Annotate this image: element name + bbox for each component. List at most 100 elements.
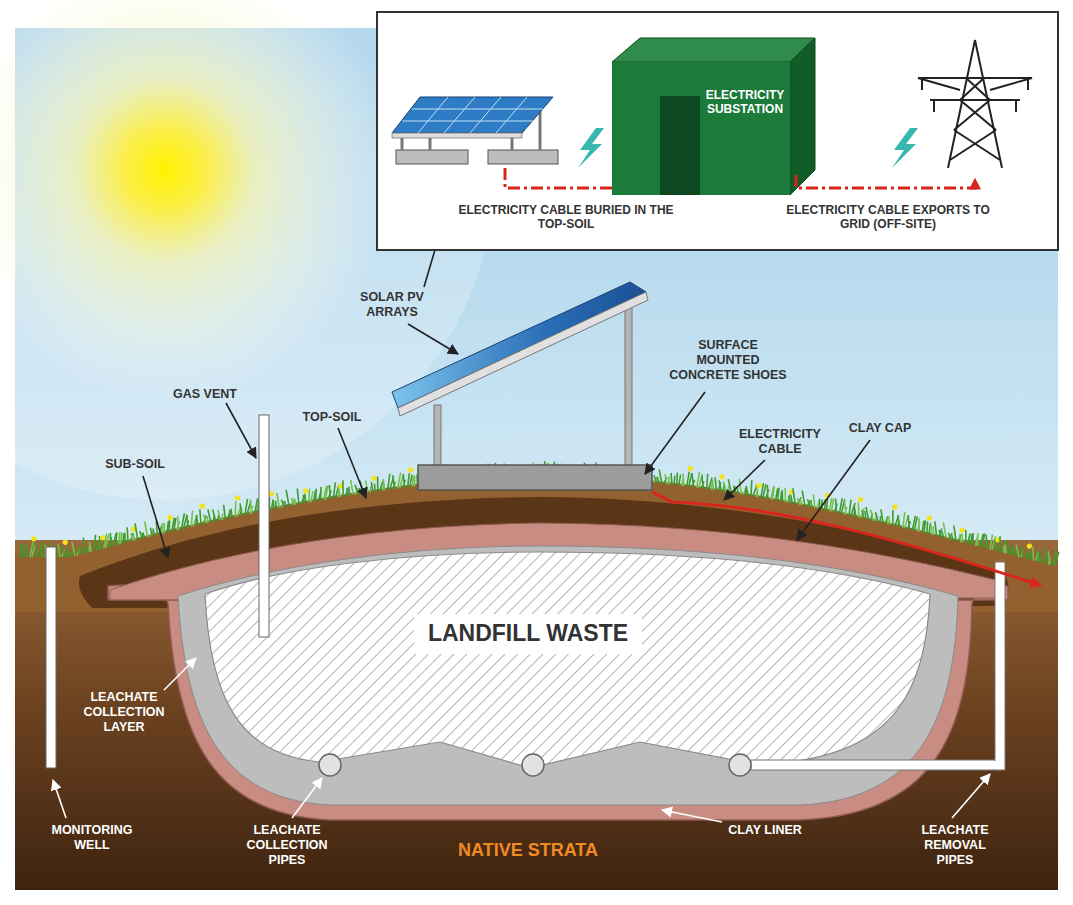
grass-blade [975, 533, 978, 546]
grass-blade [862, 510, 866, 519]
grass-blade [960, 534, 963, 543]
grass-blade [723, 481, 728, 492]
inset-panel [412, 109, 543, 110]
grass-blade [751, 480, 757, 496]
inset-panel [392, 133, 522, 138]
grass-blade [931, 526, 934, 535]
leader-line [53, 780, 66, 818]
leachate-pipe [729, 754, 751, 776]
grass-blade [167, 520, 170, 532]
grass-blade [875, 512, 880, 522]
grass-blade [118, 532, 121, 544]
part-label: CLAY CAP [835, 421, 925, 436]
grass-blade [393, 475, 396, 489]
grass-blade [269, 497, 273, 510]
grass-blade [343, 480, 349, 496]
grass-blade [776, 488, 779, 501]
waste-label-box: LANDFILL WASTE [414, 614, 642, 654]
grass-blade [948, 533, 953, 540]
grass-blade [204, 514, 208, 523]
grass-blade [366, 481, 372, 493]
grass-blade [834, 499, 837, 513]
inset-panel [918, 78, 1032, 100]
part-label: SOLAR PV ARRAYS [346, 290, 438, 320]
leachate-pipe [522, 754, 544, 776]
inset-panel [377, 12, 1058, 250]
grass-blade [286, 490, 295, 506]
grass-blade [67, 547, 72, 557]
part-label: TOP-SOIL [287, 410, 377, 425]
grass-blade [240, 503, 242, 515]
grass-blade [114, 532, 117, 545]
inset-panel [578, 128, 604, 168]
flower [1027, 543, 1032, 548]
inset-panel [396, 150, 468, 164]
leader-line [952, 774, 990, 818]
part-label: LEACHATE COLLECTION LAYER [76, 690, 172, 735]
flower [858, 497, 863, 502]
flower [757, 483, 762, 488]
inset-panel [796, 175, 975, 188]
grass-blade [177, 516, 180, 530]
grass-blade [140, 531, 145, 538]
leachate-pipe [752, 761, 1000, 769]
gas-vent-pipe [259, 415, 269, 637]
grass-blade [917, 518, 920, 531]
grass-blade [654, 475, 659, 483]
grass-blade [746, 486, 748, 495]
part-label: LEACHATE COLLECTION PIPES [238, 823, 336, 868]
grass-blade [939, 530, 944, 537]
grass-blade [35, 543, 38, 557]
flower [200, 504, 205, 509]
grass-blade [314, 489, 317, 502]
grass-blade [789, 495, 792, 503]
substation-door [660, 96, 700, 195]
node-text: LANDFILL WASTE [428, 620, 628, 648]
grass-blade [403, 474, 406, 488]
grass-blade [371, 482, 374, 492]
grass-blade [347, 488, 350, 496]
flower [927, 515, 932, 520]
inset-panel [922, 78, 1028, 112]
grass-blade [922, 520, 925, 532]
grass-blade [839, 498, 844, 513]
inset-panel [392, 97, 553, 133]
part-label: ELECTRICITY CABLE [732, 427, 828, 457]
part-label: LEACHATE REMOVAL PIPES [905, 823, 1005, 868]
flower [269, 491, 274, 496]
grass-blade [78, 546, 82, 554]
grass-blade [1038, 552, 1040, 562]
grass-blade [677, 473, 681, 486]
grass-blade [378, 477, 383, 491]
landfill-waste-mass [205, 552, 930, 768]
grass-blade [1021, 547, 1027, 559]
flower [892, 504, 897, 509]
grass-blade [25, 544, 27, 557]
inset-panel [402, 121, 533, 122]
substation-box: ELECTRICITY SUBSTATION [612, 62, 790, 195]
grass-blade [898, 515, 900, 527]
grass-blade [383, 479, 385, 490]
part-label: CLAY LINER [717, 823, 813, 838]
grass-blade [665, 474, 669, 484]
strata-label: NATIVE STRATA [428, 840, 628, 862]
grass-blade [20, 544, 24, 557]
inset-panel [377, 12, 1058, 250]
part-label: SUB-SOIL [90, 457, 180, 472]
inset-panel [496, 97, 527, 133]
grass-blade [123, 533, 125, 543]
grass-blade [323, 486, 327, 500]
grass-blade [766, 485, 769, 499]
leachate-pipe [319, 562, 1005, 776]
inset-panel [488, 150, 558, 164]
flower [960, 528, 965, 533]
flower [371, 476, 376, 481]
grass-blade [291, 498, 296, 505]
grass-blade [281, 499, 286, 506]
solar-pv-array [418, 465, 652, 490]
grass-blade [793, 488, 801, 504]
grass-blade [250, 500, 253, 514]
grass-blade [1053, 550, 1059, 566]
monitoring-well-pipe [46, 547, 56, 768]
